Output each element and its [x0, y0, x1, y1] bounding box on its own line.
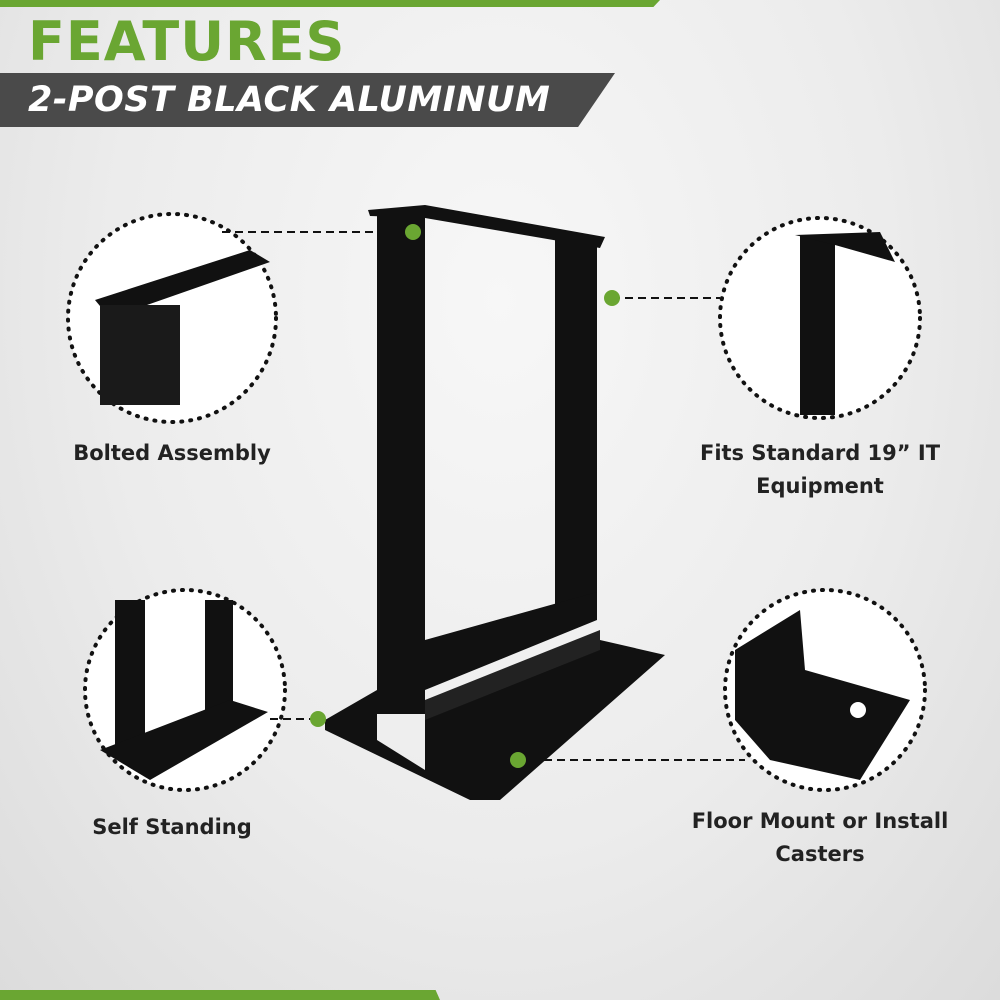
- detail-floor-mount: [723, 588, 927, 792]
- detail-fits-19-inch: [718, 216, 922, 420]
- rack-image: [325, 205, 665, 800]
- bottom-accent-bar: [0, 990, 440, 1000]
- callout-dot: [510, 752, 526, 768]
- callout-dot: [310, 711, 326, 727]
- callout-dot: [604, 290, 620, 306]
- page-subtitle: 2-POST BLACK ALUMINUM: [28, 80, 551, 120]
- callout-dots: [310, 224, 620, 768]
- feature-label-self-standing: Self Standing: [92, 815, 252, 839]
- feature-label-floor-mount: Floor Mount or Install Casters: [691, 809, 949, 866]
- feature-label-bolted: Bolted Assembly: [73, 441, 271, 465]
- callout-dot: [405, 224, 421, 240]
- top-accent-bar: [0, 0, 660, 7]
- feature-label-fits-19: Fits Standard 19” IT Equipment: [699, 441, 941, 498]
- detail-self-standing: [83, 588, 287, 792]
- subtitle-band: [0, 73, 615, 127]
- page-title: FEATURES: [28, 10, 346, 73]
- detail-bolted-assembly: [66, 212, 278, 424]
